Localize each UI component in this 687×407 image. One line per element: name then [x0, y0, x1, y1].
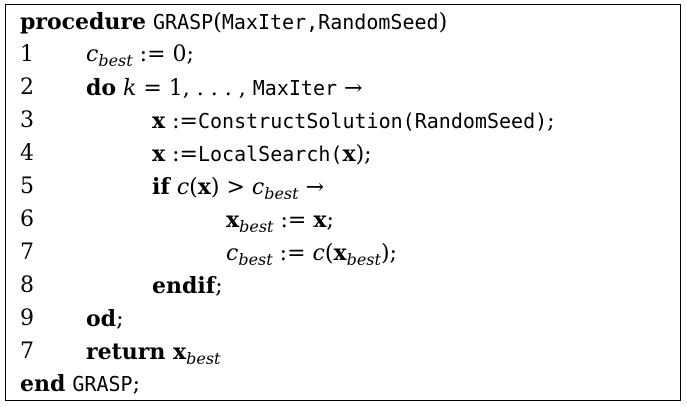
subscript-best: best: [186, 349, 221, 368]
algorithm-header: procedure GRASP(MaxIter,RandomSeed): [20, 7, 447, 37]
line-number: 4: [20, 141, 34, 166]
assign: :=: [165, 142, 198, 167]
line-number: 7: [20, 240, 34, 265]
line-number: 6: [20, 207, 34, 232]
subscript-best: best: [239, 217, 274, 236]
if-keyword: if: [152, 174, 170, 200]
local-search-call: LocalSearch(: [197, 142, 343, 166]
assign: :=: [272, 241, 313, 266]
assign: :=: [273, 208, 314, 233]
line-code: xbest := x;: [226, 205, 334, 237]
func-c: c: [169, 175, 190, 200]
line-code: cbest := 0;: [86, 40, 194, 71]
arrow: →: [337, 76, 363, 101]
line-code: od;: [86, 304, 123, 335]
close-semicolon: );: [380, 241, 397, 266]
line-number: 7: [20, 339, 34, 364]
var-x: x: [152, 141, 166, 167]
var-c: c: [226, 241, 239, 266]
semicolon: ;: [132, 372, 141, 397]
line-code: cbest := c(xbest);: [226, 238, 397, 270]
close-paren: ): [438, 10, 448, 35]
range: = 1, . . . ,: [136, 76, 253, 101]
line-code: x :=LocalSearch(x);: [152, 139, 372, 170]
do-keyword: do: [86, 75, 117, 101]
subscript-best: best: [264, 184, 299, 203]
line-code: endif;: [152, 271, 223, 302]
param-randomseed: RandomSeed: [318, 10, 439, 34]
semicolon: ;: [547, 109, 555, 134]
var-x: x: [165, 339, 187, 365]
close-semicolon: );: [355, 142, 372, 167]
var-x: x: [333, 240, 347, 266]
procedure-name: GRASP: [153, 10, 214, 34]
line-number: 3: [20, 108, 34, 133]
var-x: x: [226, 207, 240, 233]
semicolon: ;: [215, 274, 223, 299]
construct-solution-call: ConstructSolution(RandomSeed): [197, 109, 548, 133]
var-k: k: [116, 76, 137, 101]
open-paren: (: [213, 10, 222, 35]
line-number: 5: [20, 174, 34, 199]
line-code: x :=ConstructSolution(RandomSeed);: [152, 106, 555, 137]
func-c: c: [312, 241, 325, 266]
paren-open: (: [324, 241, 334, 266]
procedure-name: GRASP: [72, 372, 133, 396]
assign-zero: := 0;: [132, 42, 194, 67]
semicolon: ;: [116, 307, 124, 332]
var-x: x: [197, 174, 211, 200]
return-keyword: return: [86, 339, 166, 365]
maxiter: MaxIter: [252, 76, 338, 100]
var-c: c: [86, 42, 99, 67]
line-number: 9: [20, 306, 34, 331]
line-code: if c(x) > cbest →: [152, 172, 324, 204]
algorithm-box: procedure GRASP(MaxIter,RandomSeed) 1 cb…: [5, 4, 681, 401]
var-x: x: [152, 108, 166, 134]
line-number: 1: [20, 42, 34, 67]
line-code: do k = 1, . . . , MaxIter →: [86, 73, 362, 104]
endif-keyword: endif: [152, 273, 216, 299]
od-keyword: od: [86, 306, 117, 332]
procedure-keyword: procedure: [20, 9, 147, 35]
paren-open: (: [189, 175, 198, 200]
algorithm-footer: end GRASP;: [20, 369, 140, 399]
line-number: 2: [20, 75, 34, 100]
subscript-best: best: [346, 250, 381, 269]
subscript-best: best: [98, 51, 133, 70]
arg-x: x: [342, 141, 356, 167]
var-c: c: [251, 175, 265, 200]
line-number: 8: [20, 273, 34, 298]
end-keyword: end: [20, 371, 66, 397]
arrow: →: [298, 175, 325, 200]
semicolon: ;: [326, 208, 334, 233]
param-maxiter: MaxIter: [221, 10, 307, 34]
assign: :=: [165, 109, 198, 134]
var-x: x: [313, 207, 327, 233]
line-code: return xbest: [86, 337, 220, 369]
comparison: ) >: [210, 175, 252, 200]
param-comma: ,: [306, 10, 319, 34]
subscript-best: best: [238, 250, 273, 269]
